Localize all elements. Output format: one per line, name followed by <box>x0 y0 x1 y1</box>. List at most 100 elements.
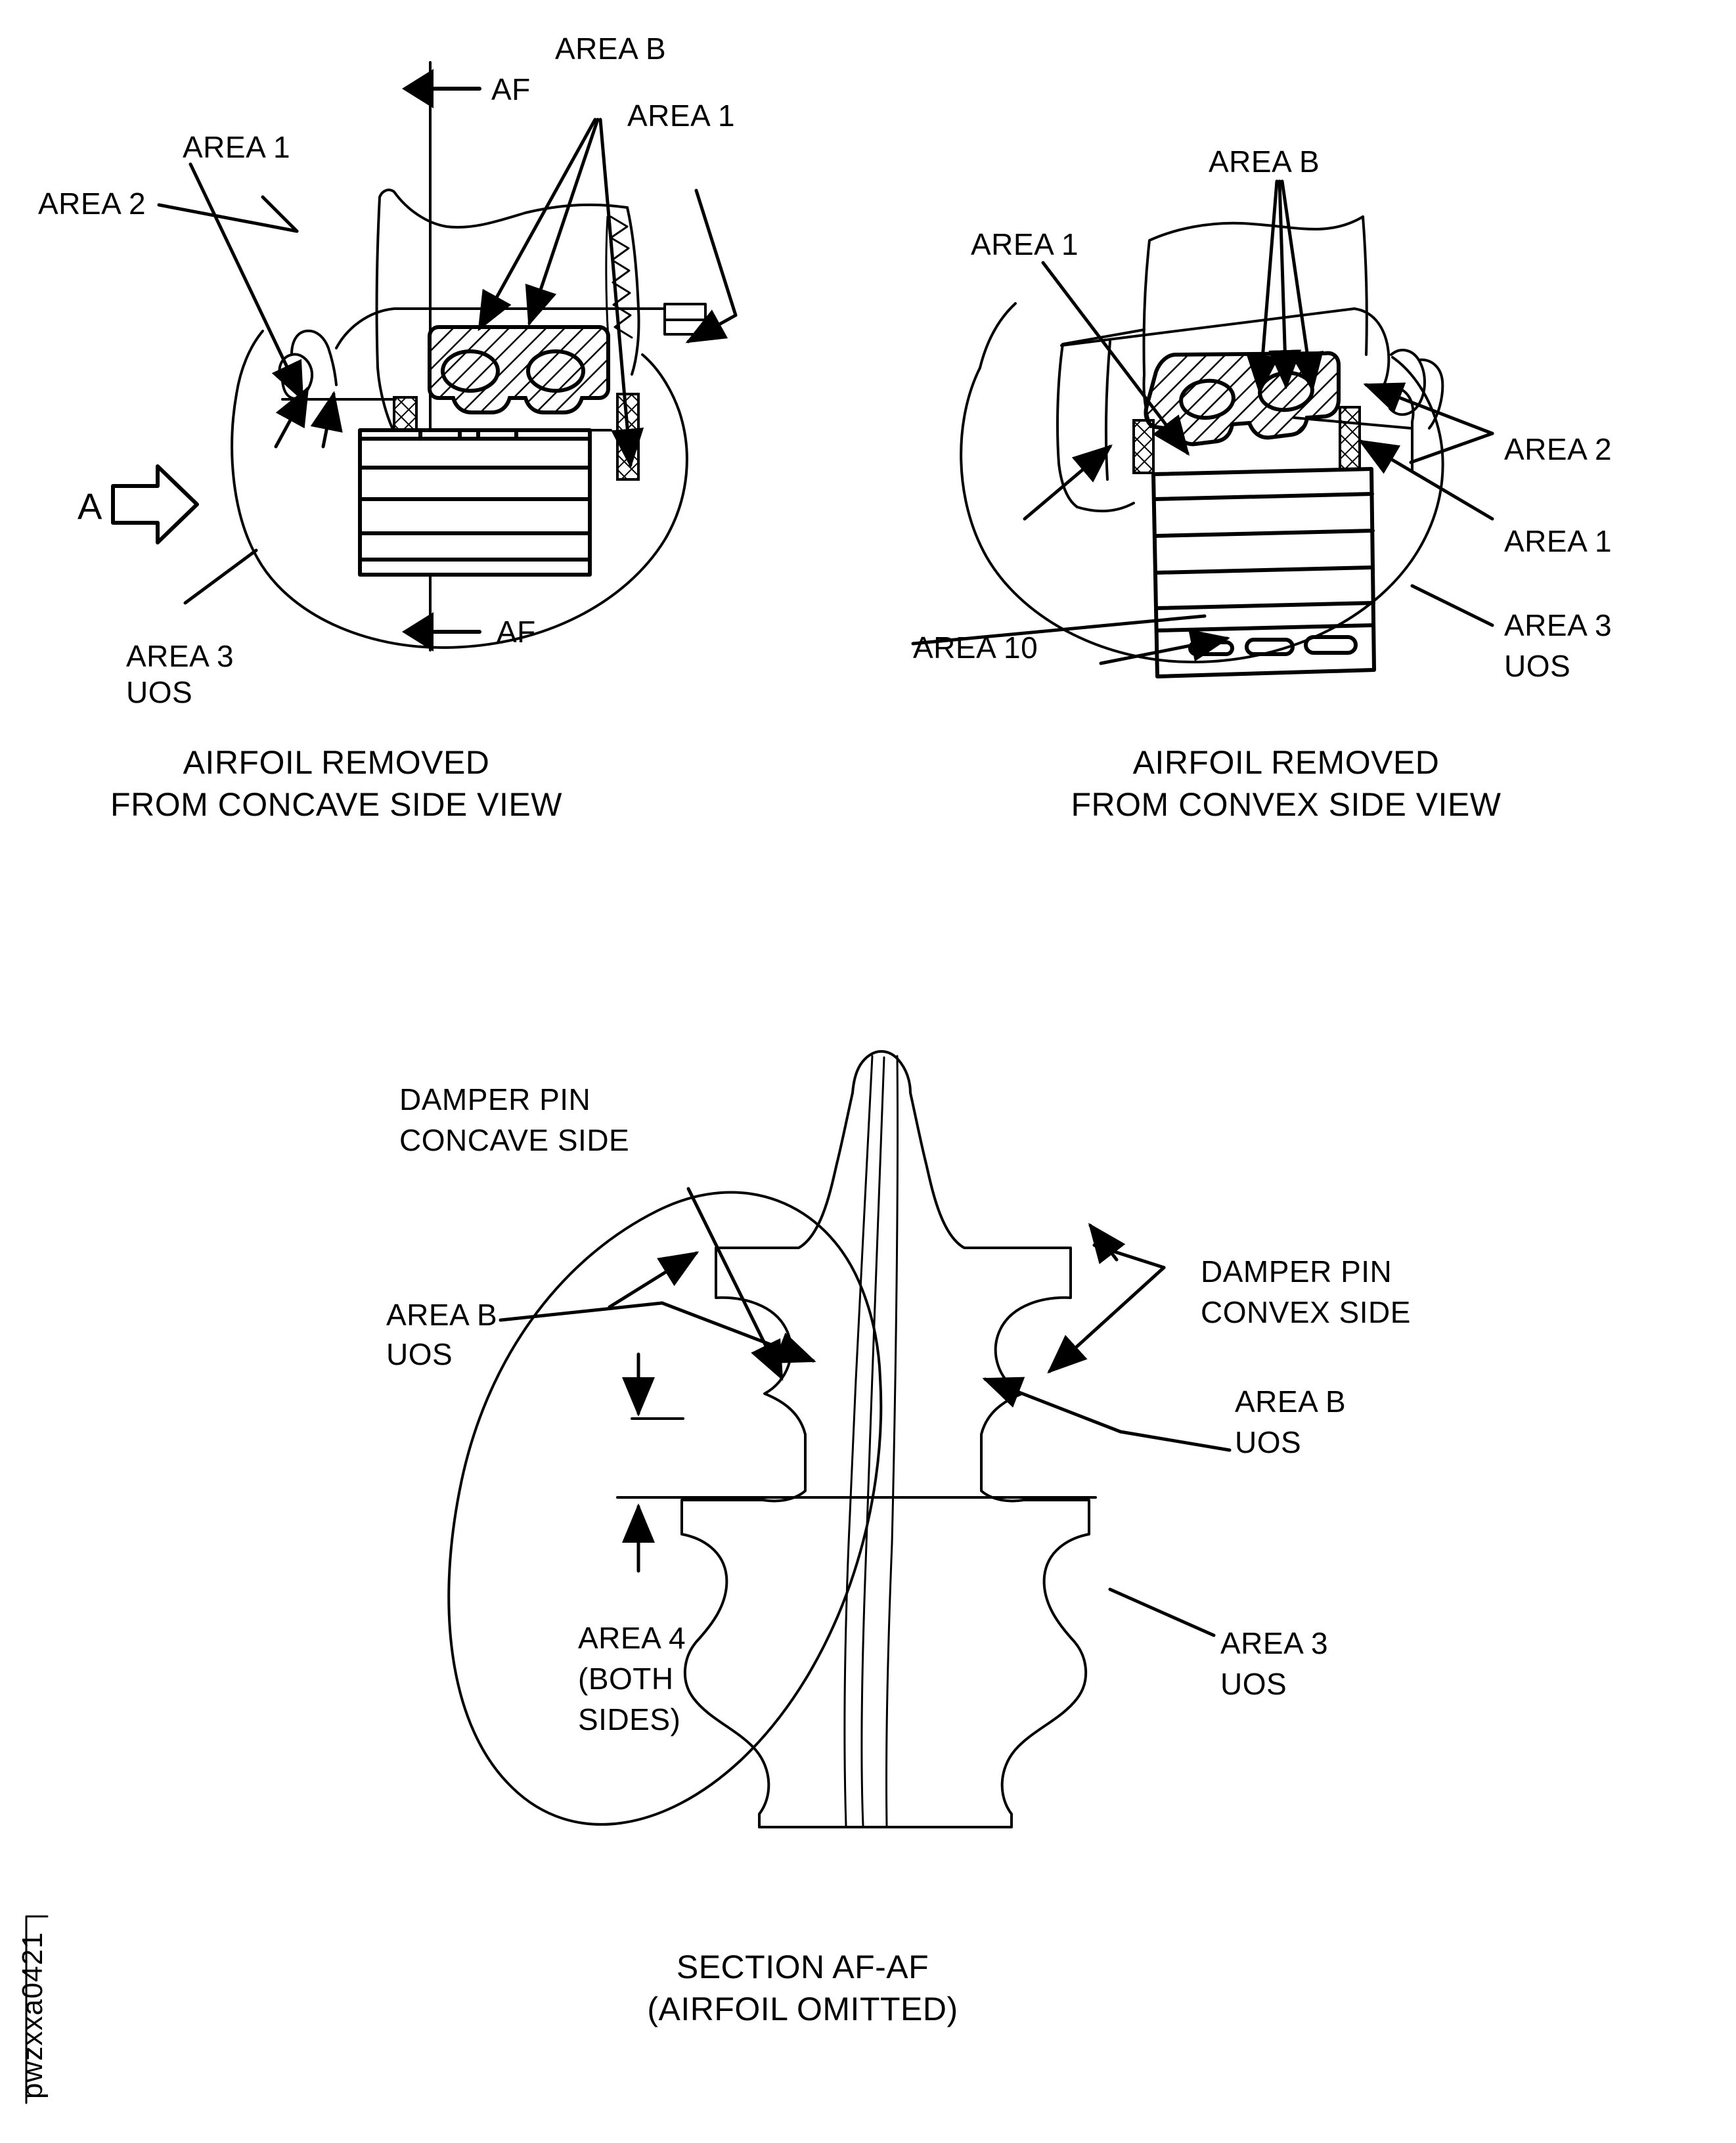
label-area-1-right-concave: AREA 1 <box>627 99 735 133</box>
view-convex-side: AREA B AREA 1 AREA 2 AREA 1 AREA 3 UOS A… <box>911 144 1612 823</box>
leader-area-b-left-section-arrow1 <box>608 1251 700 1309</box>
label-area-3-uos-convex: UOS <box>1504 649 1570 683</box>
label-area-4-2: (BOTH <box>578 1662 674 1696</box>
airfoil-neck-top <box>851 1049 912 1094</box>
root-firtree-right <box>1151 467 1376 678</box>
crosshatch-right-strip-right-view <box>1339 406 1361 472</box>
caption-concave-line2: FROM CONCAVE SIDE VIEW <box>110 786 562 823</box>
flange-left-top <box>1061 328 1146 345</box>
leader-area-10-right-view <box>911 614 1207 646</box>
airfoil-break-outline-left <box>375 188 629 369</box>
label-area-10-convex: AREA 10 <box>913 630 1038 665</box>
leader-damper-pin-concave <box>686 1187 784 1381</box>
label-damper-pin-concave-1: DAMPER PIN <box>399 1082 590 1116</box>
label-area-1-left-concave: AREA 1 <box>183 130 290 164</box>
airfoil-break-outline-right <box>1142 215 1364 376</box>
platform-front-fillet <box>335 307 395 349</box>
damper-bore-right <box>526 349 585 393</box>
root-firtree-left <box>358 428 592 577</box>
damper-bore-left <box>441 349 500 393</box>
area3-boundary-oval-right-upper <box>979 302 1017 369</box>
watermark-group: pwzxxa0421 <box>16 1915 49 2104</box>
label-area-3-section-1: AREA 3 <box>1220 1626 1328 1660</box>
watermark-text: pwzxxa0421 <box>16 1932 49 2099</box>
leader-area-3-right-view <box>1410 584 1494 627</box>
lug-hook-right <box>1389 349 1426 416</box>
label-area-1-right-convex: AREA 1 <box>1504 524 1612 558</box>
label-area-b-left-section-2: UOS <box>386 1337 453 1371</box>
airfoil-right-edge-left-view <box>626 206 640 376</box>
leader-area-2-right-view-b <box>1409 431 1494 464</box>
label-damper-pin-concave-2: CONCAVE SIDE <box>399 1123 629 1157</box>
label-area-b-right-section-2: UOS <box>1235 1425 1301 1459</box>
leader-area-1-aux-right-view <box>1023 444 1113 521</box>
center-wall-mid <box>860 1056 885 1827</box>
area3-boundary-oval-right <box>960 356 1444 664</box>
section-arrow-af-top <box>402 69 481 108</box>
caption-section-line1: SECTION AF-AF <box>677 1949 929 1985</box>
view-section-af-af: DAMPER PIN CONCAVE SIDE AREA B UOS DAMPE… <box>386 1049 1411 2027</box>
leader-area-1-right-arrow <box>685 309 738 343</box>
platform-right-tab <box>663 303 707 336</box>
label-damper-pin-convex-1: DAMPER PIN <box>1201 1254 1392 1289</box>
leader-area-3-section <box>1108 1587 1216 1637</box>
leader-area-b-left-section-arrow2 <box>660 1301 816 1363</box>
view-concave-side: AF AREA B AREA 1 AREA 1 AREA 2 AREA 3 UO… <box>38 32 738 823</box>
leader-damper-pin-convex-arrow <box>1088 1223 1126 1264</box>
leader-area-10-arrow <box>1099 629 1230 665</box>
leader-area-1-right-right-view <box>1358 439 1494 521</box>
label-af-top: AF <box>491 72 531 106</box>
leader-damper-pin-convex <box>1047 1266 1166 1374</box>
leader-area-3-left-view <box>183 548 258 605</box>
lug-upper-left <box>290 329 338 386</box>
label-area-b-convex: AREA B <box>1209 144 1320 179</box>
leader-area-1-left-right-view <box>1041 261 1190 456</box>
caption-convex-line1: AIRFOIL REMOVED <box>1133 744 1440 781</box>
leader-area-b-right-section-arrow <box>982 1377 1123 1434</box>
label-area-4-1: AREA 4 <box>578 1621 686 1655</box>
area3-boundary-oval <box>231 353 688 650</box>
caption-section-line2: (AIRFOIL OMITTED) <box>647 1991 958 2027</box>
label-area-1-left-convex: AREA 1 <box>971 227 1079 261</box>
label-area-3-convex: AREA 3 <box>1504 608 1612 642</box>
leader-area-1-right-left-view <box>694 188 738 317</box>
caption-concave-line1: AIRFOIL REMOVED <box>183 744 490 781</box>
label-area-b-left-section-1: AREA B <box>386 1298 497 1332</box>
area3-boundary-section <box>447 1191 883 1826</box>
flange-left-inner <box>1104 340 1111 481</box>
watermark-corner-bracket <box>25 1915 49 2104</box>
label-damper-pin-convex-2: CONVEX SIDE <box>1201 1295 1411 1329</box>
area3-boundary-oval-upper <box>235 330 264 395</box>
label-area-2-concave: AREA 2 <box>38 187 146 221</box>
caption-convex-line2: FROM CONVEX SIDE VIEW <box>1071 786 1501 823</box>
platform-right-fillet <box>1353 307 1391 397</box>
serration-detail <box>610 215 633 339</box>
label-area-b-concave: AREA B <box>555 32 666 66</box>
leader-area-1-left-left-view <box>189 162 304 402</box>
flange-left-outer <box>1056 343 1079 508</box>
root-profile-left <box>680 1092 854 1828</box>
airfoil-right-edge-right-view <box>1362 215 1368 356</box>
root-shelf-line <box>415 398 612 431</box>
leader-area-2-right-view <box>1363 382 1494 435</box>
label-area-2-convex: AREA 2 <box>1504 432 1612 466</box>
platform-top-right-view <box>1060 307 1356 347</box>
label-area-b-right-section-1: AREA B <box>1235 1384 1346 1419</box>
root-profile-right <box>817 1092 1090 1828</box>
crosshatch-left-strip-right-view <box>1132 419 1155 474</box>
label-area-4-3: SIDES) <box>578 1702 680 1736</box>
leader-area-b-right-view <box>1246 179 1324 395</box>
leader-area-2-left-view-b <box>261 195 299 233</box>
serration-spine <box>605 215 610 339</box>
flange-left-bottom <box>1076 502 1135 513</box>
leader-area-b-left-view <box>478 118 644 468</box>
center-wall-left <box>843 1055 874 1827</box>
section-arrow-af-bottom <box>402 612 481 652</box>
label-view-direction-a: A <box>78 485 102 527</box>
leader-area-b-left-section-stem <box>499 1301 664 1322</box>
view-direction-arrow-a <box>111 464 199 544</box>
label-area-3-concave: AREA 3 <box>126 639 234 673</box>
leader-area-2-left-view <box>157 203 299 233</box>
